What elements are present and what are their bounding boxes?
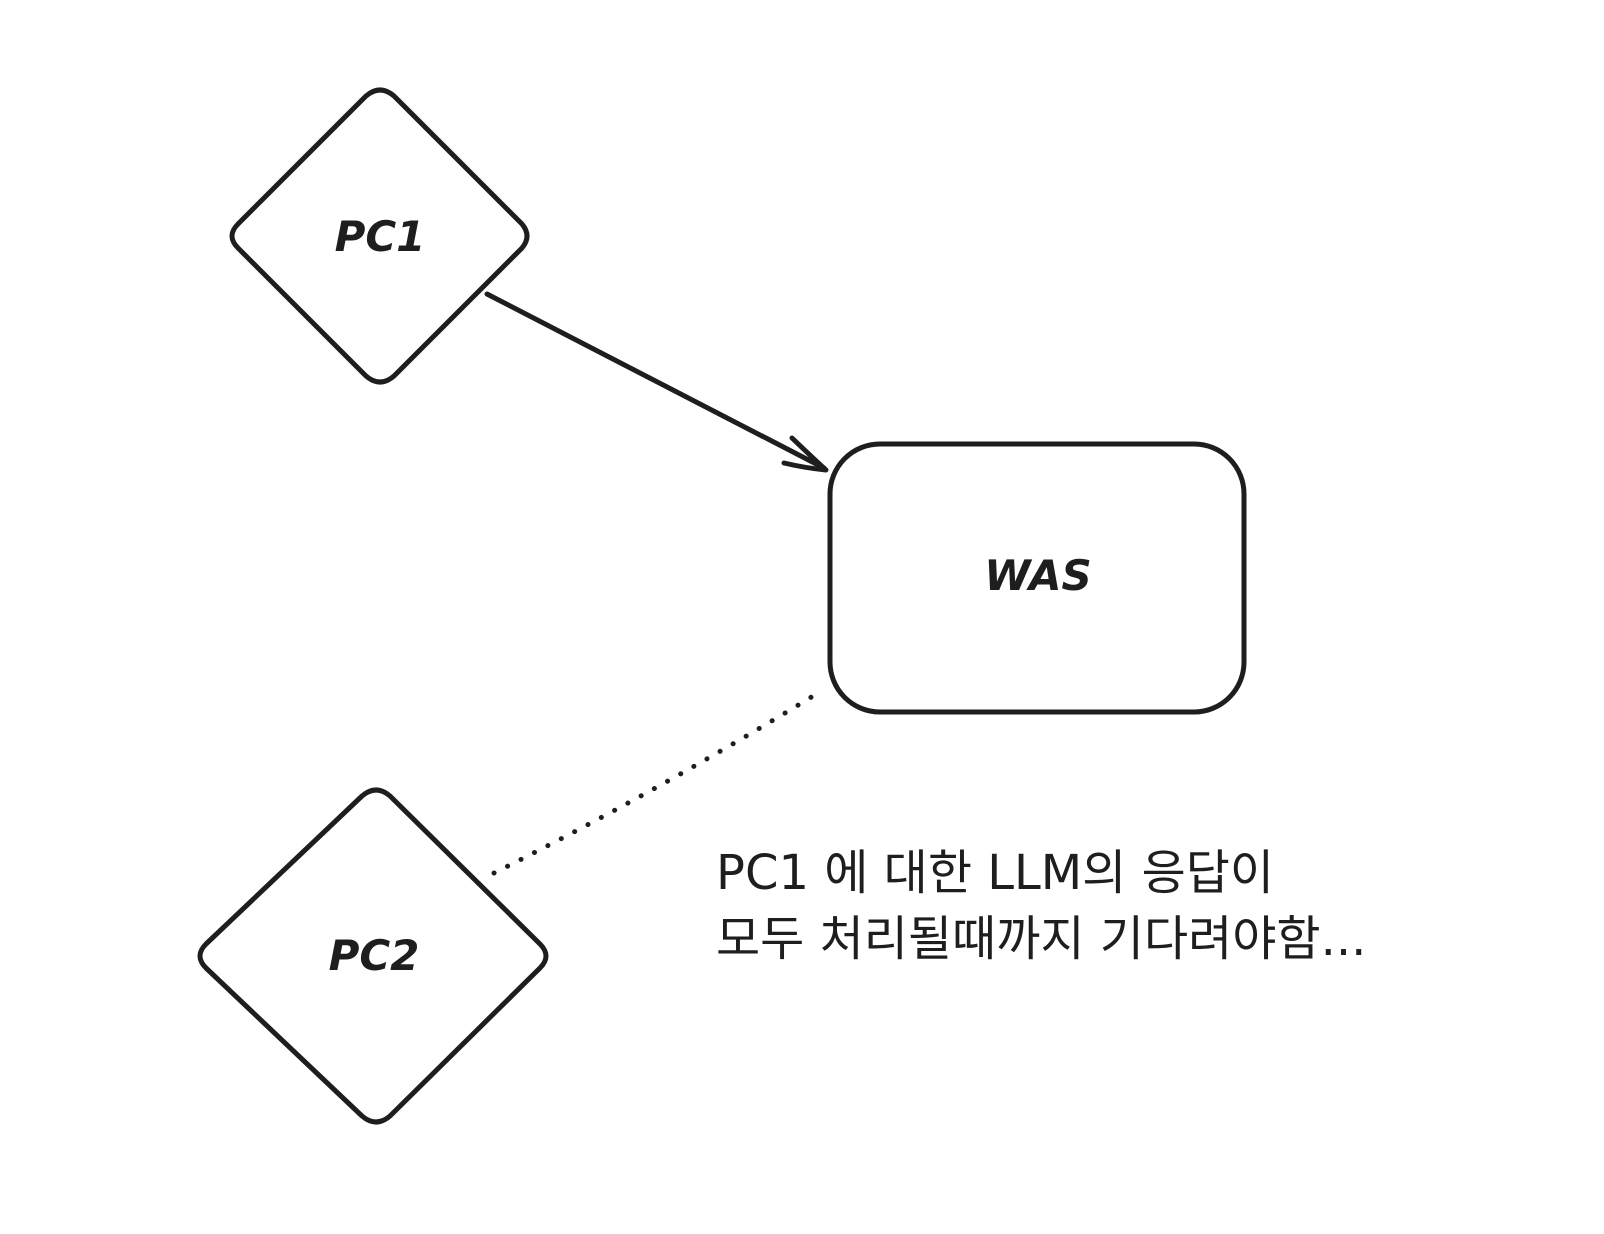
annotation-note: PC1 에 대한 LLM의 응답이 모두 처리될때까지 기다려야함... bbox=[716, 840, 1576, 972]
pc1-diamond-shape bbox=[229, 87, 530, 385]
was-label: WAS bbox=[984, 551, 1092, 600]
was-box-shape bbox=[827, 441, 1247, 715]
pc1-label: PC1 bbox=[335, 212, 426, 261]
pc2-label: PC2 bbox=[329, 931, 420, 980]
node-pc2[interactable]: PC2 bbox=[197, 787, 549, 1125]
edge-pc1-to-was[interactable] bbox=[484, 291, 829, 473]
node-was[interactable]: WAS bbox=[827, 441, 1247, 715]
annotation-line-2: 모두 처리될때까지 기다려야함... bbox=[716, 911, 1367, 967]
node-pc1[interactable]: PC1 bbox=[229, 87, 530, 385]
pc2-diamond-shape bbox=[197, 787, 549, 1125]
annotation-line-1: PC1 에 대한 LLM의 응답이 bbox=[716, 845, 1275, 901]
arrowhead bbox=[781, 435, 829, 473]
